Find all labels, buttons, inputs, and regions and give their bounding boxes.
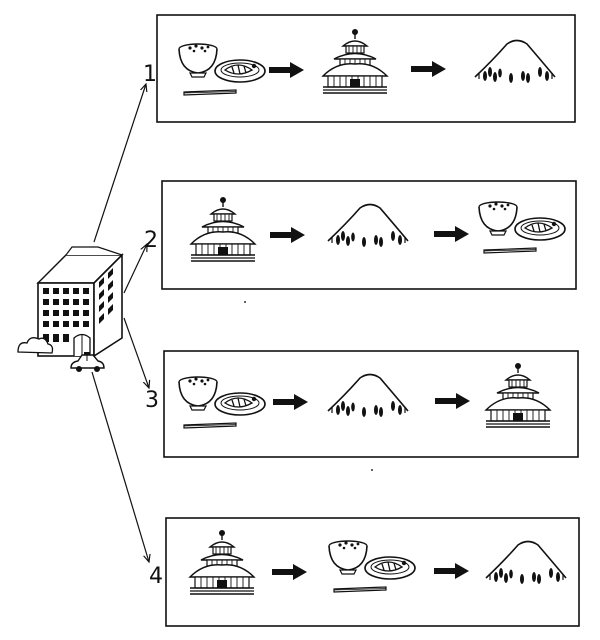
taxi-icon	[70, 352, 105, 372]
route-2-number: 2	[144, 228, 158, 253]
speck	[244, 301, 246, 303]
speck	[371, 469, 373, 471]
connector-route-1	[93, 84, 146, 243]
route-4-number: 4	[149, 564, 163, 589]
route-1-number: 1	[143, 62, 157, 87]
connector-route-3	[123, 317, 149, 388]
connector-route-2	[123, 244, 147, 294]
hotel-building-icon	[17, 246, 124, 358]
route-3-number: 3	[145, 388, 159, 413]
connector-route-4	[91, 371, 149, 562]
